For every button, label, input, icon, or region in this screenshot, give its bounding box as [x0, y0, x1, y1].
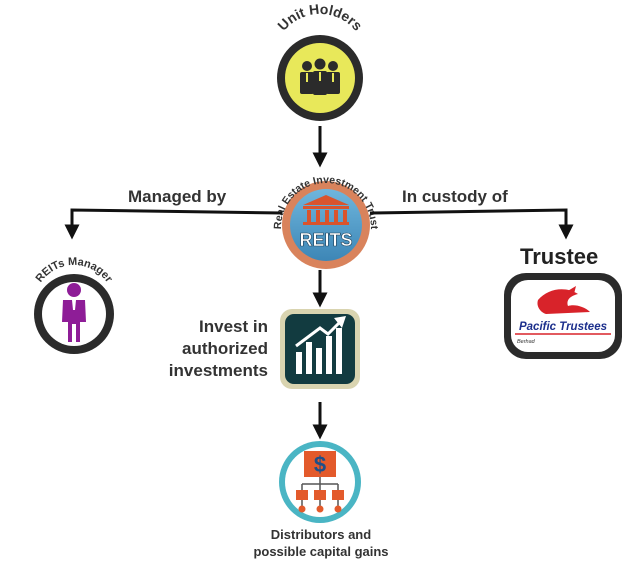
investments-label-line: investments	[168, 361, 268, 380]
growth-chart-icon	[295, 316, 346, 374]
trustee-title: Trustee	[520, 244, 599, 269]
investments-node	[280, 309, 360, 389]
distributors-label: Distributors and possible capital gains	[218, 526, 424, 560]
trustee-logo-text: Pacific Trustees	[519, 321, 607, 333]
investments-label: Invest in authorized investments	[160, 316, 268, 382]
in-custody-of-label: In custody of	[402, 187, 508, 206]
distributors-label-line: Distributors and	[270, 527, 372, 542]
dollar-sign: $	[314, 452, 326, 477]
trustee-logo-sub: Berhad	[517, 339, 536, 345]
distributors-label-line: possible capital gains	[253, 544, 389, 559]
trustee-node: Pacific Trustees Berhad	[504, 273, 622, 359]
businessman-icon	[62, 283, 86, 342]
arrow-managed-by	[64, 208, 283, 240]
dollar-distribution-icon: $	[296, 451, 344, 513]
bank-building-icon	[303, 195, 349, 225]
arrow-in-custody-of	[369, 208, 574, 240]
people-group-icon	[300, 58, 340, 95]
reits-manager-node: REITs Manager	[34, 256, 115, 354]
unit-holders-node: Unit Holders	[274, 1, 366, 121]
unit-holders-arc-label: Unit Holders	[274, 1, 366, 34]
dove-logo-icon	[537, 286, 590, 314]
managed-by-label: Managed by	[128, 187, 227, 206]
investments-label-line: authorized	[182, 339, 268, 358]
investments-label-line: Invest in	[199, 317, 268, 336]
distributors-node: $	[279, 441, 361, 523]
reits-node: Real Estate Investment Trust REITS	[272, 174, 380, 269]
reits-label: REITS	[299, 230, 352, 250]
